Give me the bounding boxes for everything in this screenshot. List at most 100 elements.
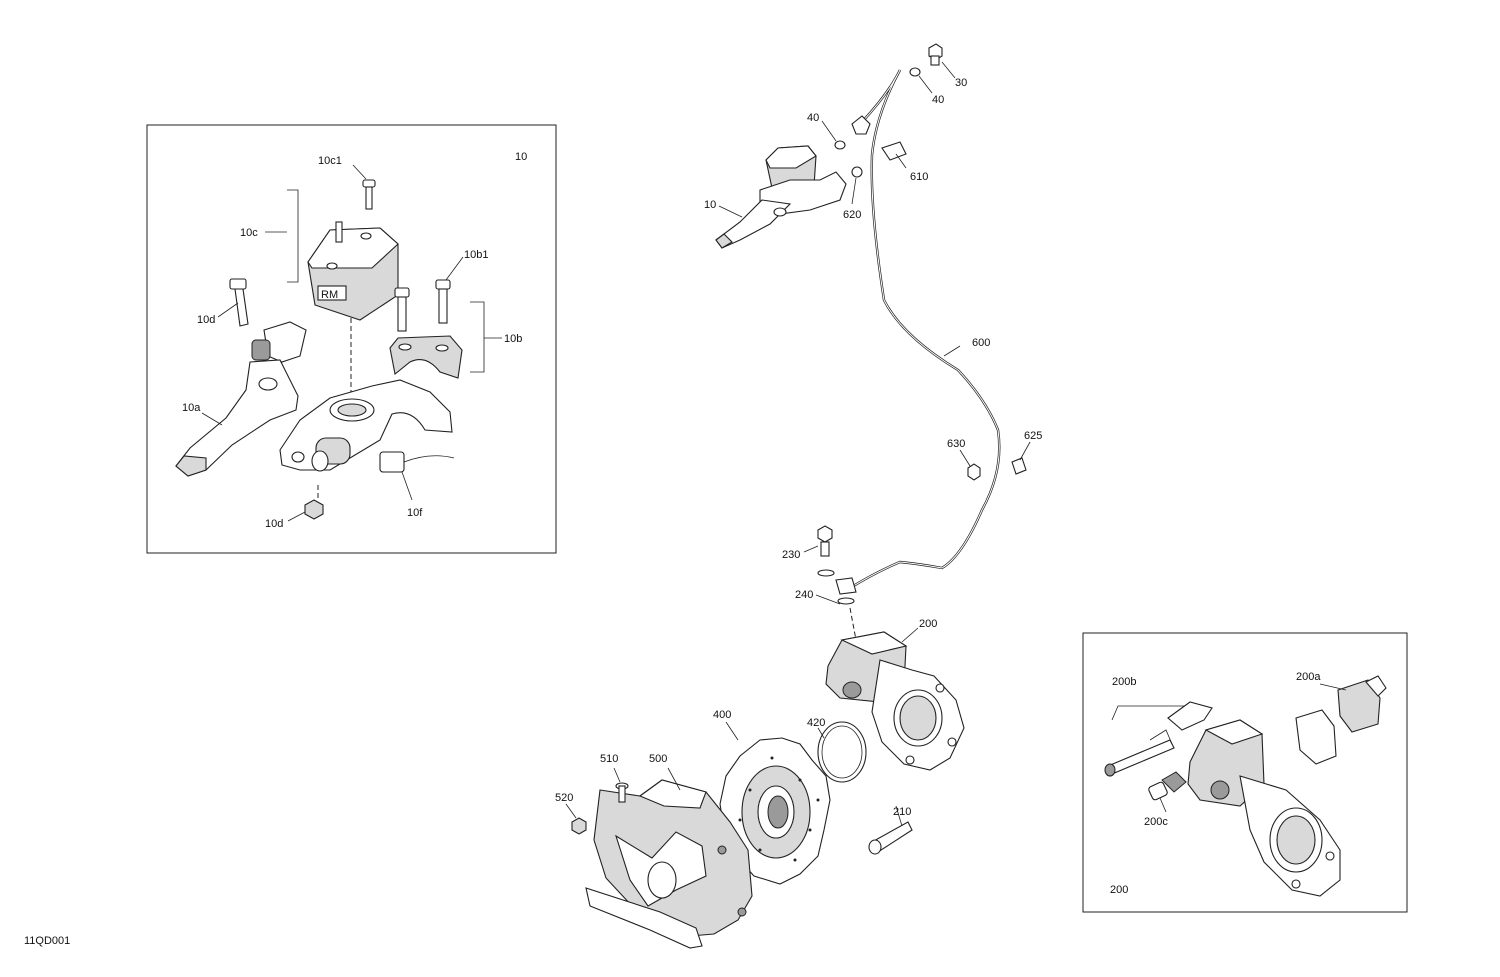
callout-500: 500 (649, 753, 667, 765)
part-200c-bleeder (1148, 771, 1187, 801)
callout-420: 420 (807, 717, 825, 729)
leader-line (959, 449, 971, 467)
part-10f-switch (379, 451, 455, 501)
callout-400: 400 (713, 709, 731, 721)
figure-id: 11QD001 (24, 935, 70, 947)
part-400-brake-disc (719, 737, 831, 885)
hose-inner-line (849, 69, 1000, 589)
callout-240: 240 (795, 589, 813, 601)
oring-inner-edge (821, 725, 863, 779)
callout-620: 620 (843, 209, 861, 221)
leader-line (943, 345, 961, 357)
callout-10f: 10f (407, 507, 423, 519)
leader-line (901, 627, 919, 643)
callout-630: 630 (947, 438, 965, 450)
leader-line (895, 805, 903, 827)
part-610-clip (881, 141, 907, 161)
leader-line (918, 75, 933, 94)
part-510-screw (615, 782, 629, 803)
part-420-oring (817, 721, 867, 783)
leader-line (803, 545, 819, 553)
part-210-bolt (868, 821, 913, 855)
leader-line (287, 511, 306, 522)
leader-line (821, 120, 837, 142)
part-625-clip (1011, 457, 1027, 475)
hose-banjo-lower (835, 577, 857, 595)
main-assembly: 30 40 40 600 610 620 10 (555, 43, 1042, 949)
part-10b1-bolt (435, 279, 451, 324)
part-10d-pivot-bolt (229, 278, 249, 327)
callout-230: 230 (782, 549, 800, 561)
leader-line (1319, 683, 1347, 691)
part-240-washer (837, 597, 855, 605)
callout-10c1: 10c1 (318, 155, 342, 167)
leader-line (217, 302, 239, 318)
part-230-banjo-bolt (817, 525, 833, 557)
part-630-grommet (967, 463, 981, 481)
reservoir-logo: RM (321, 289, 338, 301)
leader-line (613, 767, 621, 783)
leader-bracket-10b (470, 301, 485, 373)
callout-10b: 10b (504, 333, 522, 345)
part-200-caliper-body (1187, 719, 1341, 897)
callout-625: 625 (1024, 430, 1042, 442)
callout-610: 610 (910, 171, 928, 183)
part-200b-spring (1149, 701, 1213, 745)
part-10c-reservoir: RM (307, 221, 399, 321)
callout-200b: 200b (1112, 676, 1136, 688)
part-40-washer (834, 140, 846, 150)
part-30-bleeder (928, 43, 943, 66)
inset-caliper: 200 200c 200a 200b (1082, 632, 1408, 913)
inset-label-master-cylinder: 10 (515, 151, 527, 163)
inset-frame-master-cylinder (146, 124, 557, 554)
part-200a-brake-pads (1295, 675, 1387, 765)
leader-line (201, 412, 223, 426)
leader-line (445, 256, 464, 281)
part-40-washer (909, 67, 921, 77)
leader-line (851, 177, 857, 205)
part-520-nut (571, 817, 587, 835)
callout-10c: 10c (240, 227, 258, 239)
leader-line (718, 205, 743, 218)
part-10d-nut (304, 499, 324, 520)
hose-banjo-upper (851, 115, 871, 135)
callout-200: 200 (919, 618, 937, 630)
callout-10d-top: 10d (197, 314, 215, 326)
part-10-master-cylinder-assembly (715, 145, 847, 249)
callout-520: 520 (555, 792, 573, 804)
callout-40-right: 40 (932, 94, 944, 106)
part-10c1-screw (362, 179, 376, 210)
callout-200c: 200c (1144, 816, 1168, 828)
leader-line (1159, 797, 1167, 813)
callout-600: 600 (972, 337, 990, 349)
part-10b-clamp (389, 335, 463, 379)
part-10b1-bolt (394, 287, 410, 332)
callout-30: 30 (955, 77, 967, 89)
callout-10a: 10a (182, 402, 201, 414)
callout-510: 510 (600, 753, 618, 765)
leader-line (941, 61, 956, 79)
inset-frame-caliper (1082, 632, 1408, 913)
assembly-axis (849, 607, 857, 641)
leader-bracket-10c (287, 189, 299, 283)
part-master-cylinder-body (279, 379, 453, 472)
callout-10: 10 (704, 199, 716, 211)
inset-label-caliper: 200 (1110, 884, 1128, 896)
leader-line (817, 727, 825, 739)
part-500-disc-guard (585, 779, 753, 949)
callout-10d-bottom: 10d (265, 518, 283, 530)
leader-line (565, 803, 577, 819)
part-620-washer (851, 166, 863, 178)
callout-10b1: 10b1 (464, 249, 488, 261)
leader-line (1019, 441, 1031, 461)
leader-line (895, 153, 907, 169)
callout-210: 210 (893, 806, 911, 818)
part-200b-pad-pin (1104, 739, 1175, 777)
callout-200a: 200a (1296, 671, 1321, 683)
leader-line (667, 767, 681, 791)
leader-line (725, 721, 739, 741)
leader-line (815, 594, 841, 605)
part-10a-lever (175, 321, 307, 477)
